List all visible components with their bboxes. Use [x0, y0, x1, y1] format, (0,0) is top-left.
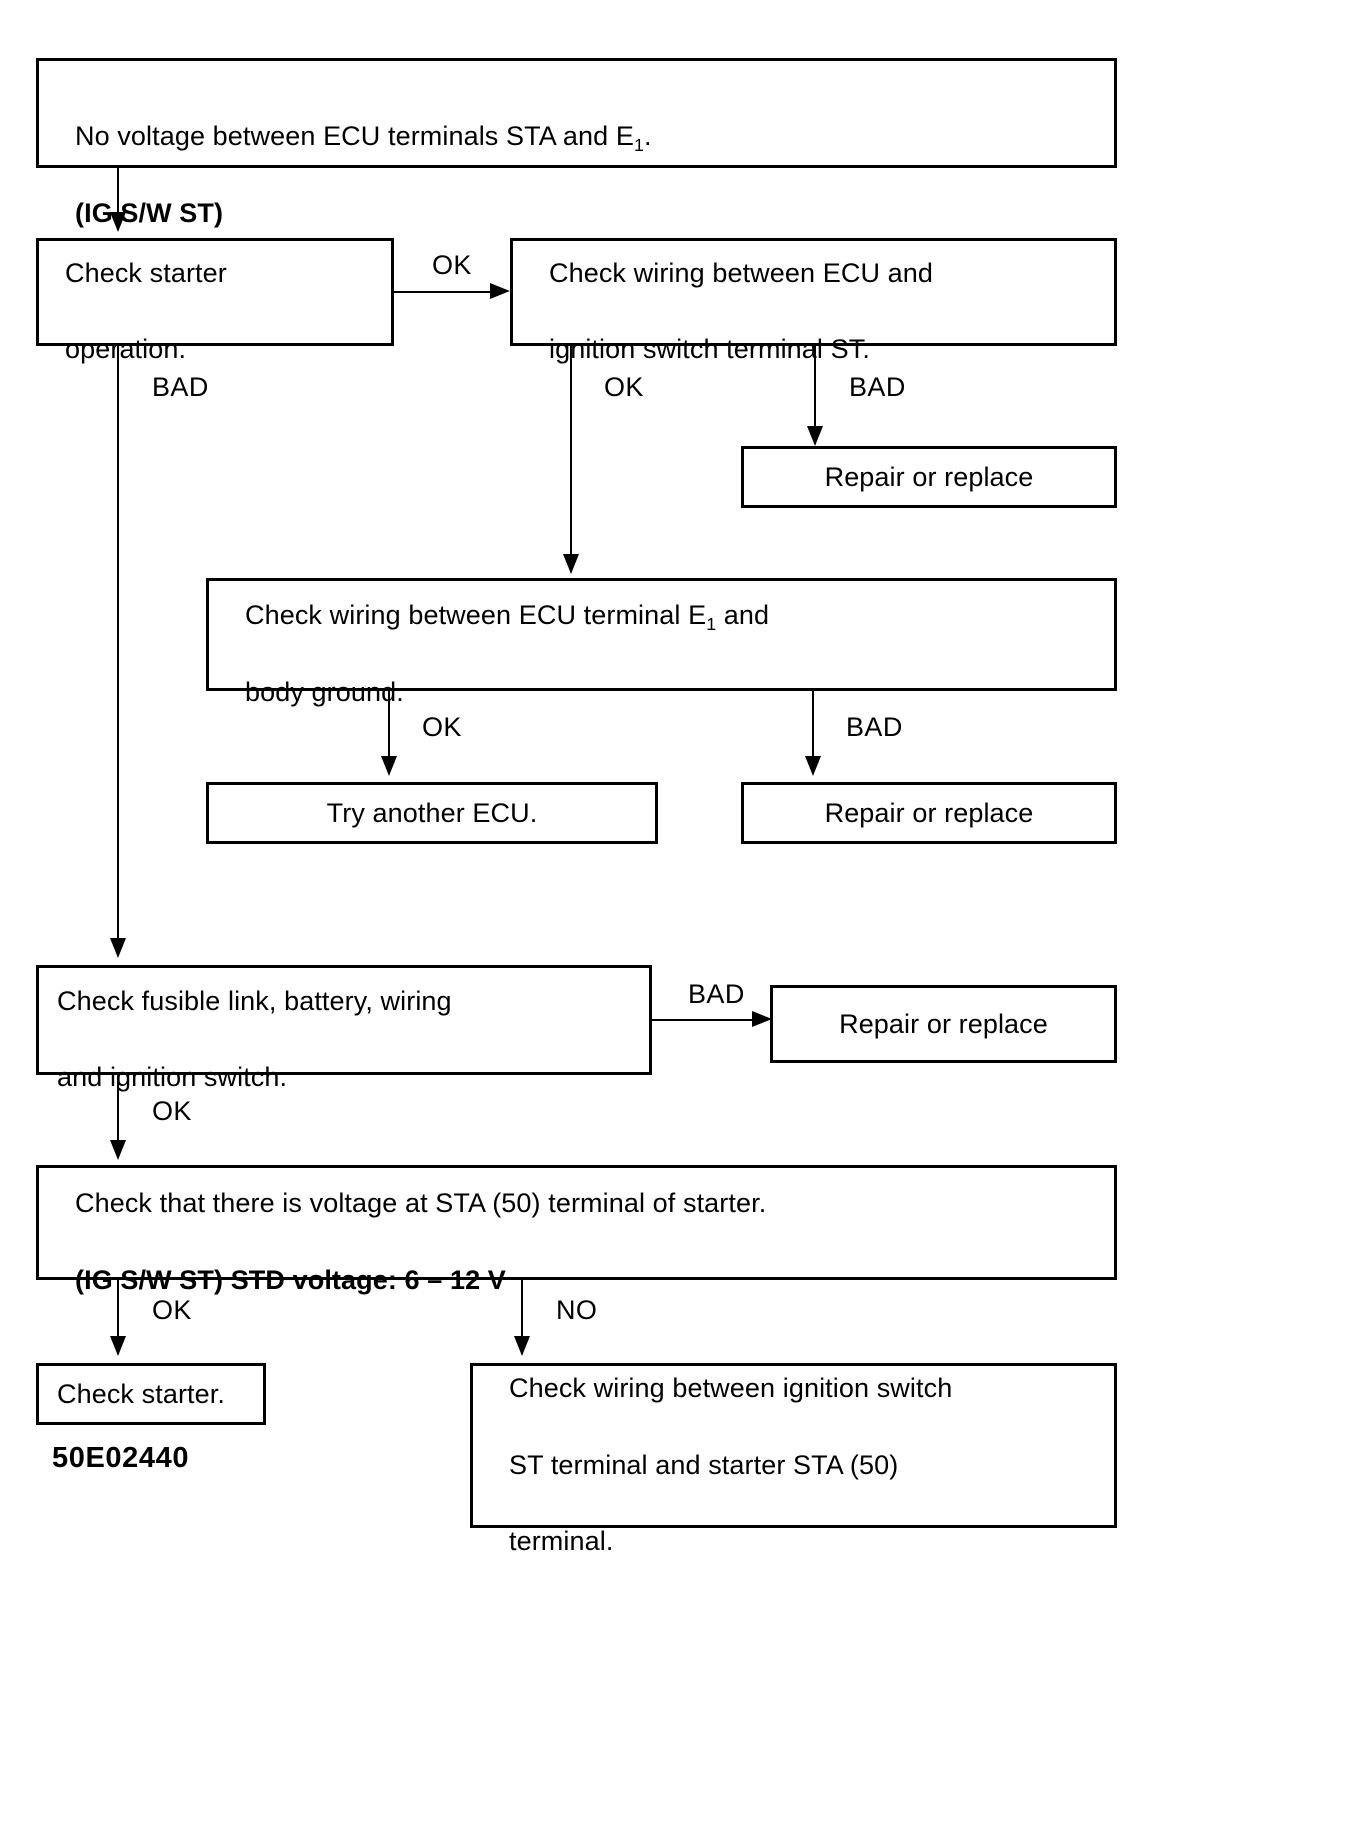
node-check-starter: Check starter.	[36, 1363, 266, 1425]
check-voltage-sta50-std-voltage: STD voltage: 6 – 12 V	[230, 1264, 506, 1295]
start-line1-subscript: 1	[633, 135, 644, 156]
arrowhead-check-starter-operation-bad	[110, 938, 126, 958]
node-repair-or-replace-1-text: Repair or replace	[824, 461, 1034, 492]
check-fusible-link-line2: and ignition switch.	[57, 1062, 288, 1093]
node-check-wiring-e1-ground: Check wiring between ECU terminal E1 and…	[206, 578, 1117, 707]
arrowhead-check-wiring-ecu-ignition-bad	[807, 426, 823, 446]
arrowhead-check-wiring-ecu-ignition-ok	[563, 554, 579, 574]
check-wiring-e1-ground-line2: body ground.	[245, 676, 404, 707]
edge-label-bad-2: BAD	[849, 372, 906, 402]
check-wiring-ecu-ignition-line2: ignition switch terminal ST.	[549, 334, 870, 365]
node-repair-or-replace-3-text: Repair or replace	[839, 1008, 1048, 1039]
node-check-voltage-sta50-text: Check that there is voltage at STA (50) …	[75, 1146, 766, 1299]
node-check-starter-text: Check starter.	[57, 1378, 225, 1409]
check-voltage-sta50-gap	[223, 1265, 231, 1295]
start-line1-end: .	[644, 121, 652, 152]
check-voltage-sta50-ig-sw-st: (IG S/W ST)	[75, 1264, 224, 1295]
edge-check-voltage-sta50-no	[521, 1280, 523, 1354]
node-check-fusible-link: Check fusible link, battery, wiring and …	[36, 965, 652, 1092]
edge-check-wiring-e1-ground-ok	[388, 691, 390, 773]
node-check-wiring-ecu-ignition-text: Check wiring between ECU and ignition sw…	[549, 215, 933, 368]
arrowhead-start-to-check-starter-operation	[110, 212, 126, 232]
node-check-starter-operation-text: Check starter operation.	[65, 215, 227, 368]
edge-label-ok-5: OK	[152, 1295, 192, 1325]
edge-label-ok-3: OK	[422, 712, 462, 742]
check-wiring-ignition-starter-line2: ST terminal and starter STA (50)	[509, 1449, 899, 1480]
node-check-wiring-ignition-starter-text: Check wiring between ignition switch ST …	[509, 1331, 952, 1561]
node-check-voltage-sta50: Check that there is voltage at STA (50) …	[36, 1165, 1117, 1295]
node-repair-or-replace-1: Repair or replace	[741, 446, 1117, 508]
edge-check-wiring-e1-ground-bad	[812, 691, 814, 773]
check-fusible-link-line1: Check fusible link, battery, wiring	[57, 985, 452, 1016]
edge-check-wiring-ecu-ignition-bad	[814, 346, 816, 444]
node-repair-or-replace-2-text: Repair or replace	[824, 797, 1034, 828]
edge-check-fusible-link-bad	[652, 1019, 756, 1021]
check-wiring-ignition-starter-line1: Check wiring between ignition switch	[509, 1372, 953, 1403]
check-wiring-ignition-starter-line3: terminal.	[509, 1526, 614, 1557]
edge-label-ok-2: OK	[604, 372, 644, 402]
node-no-voltage-sta-e1: No voltage between ECU terminals STA and…	[36, 58, 1117, 228]
check-wiring-e1-ground-line1b: and	[716, 600, 770, 631]
start-line2: (IG S/W ST)	[75, 197, 224, 228]
arrowhead-check-wiring-e1-ground-bad	[805, 756, 821, 776]
node-check-starter-operation: Check starter operation.	[36, 238, 394, 364]
edge-label-ok-1: OK	[432, 250, 472, 280]
check-voltage-sta50-line1: Check that there is voltage at STA (50) …	[75, 1188, 767, 1219]
edge-label-bad-3: BAD	[846, 712, 903, 742]
node-repair-or-replace-2: Repair or replace	[741, 782, 1117, 844]
node-try-another-ecu-text: Try another ECU.	[326, 797, 538, 828]
node-no-voltage-sta-e1-text: No voltage between ECU terminals STA and…	[75, 79, 652, 232]
arrowhead-check-starter-operation-ok	[490, 283, 510, 299]
node-repair-or-replace-3: Repair or replace	[770, 985, 1117, 1063]
check-wiring-ecu-ignition-line1: Check wiring between ECU and	[549, 257, 933, 288]
node-check-wiring-ecu-ignition: Check wiring between ECU and ignition sw…	[510, 238, 1117, 364]
node-check-fusible-link-text: Check fusible link, battery, wiring and …	[57, 943, 452, 1096]
arrowhead-check-voltage-sta50-no	[514, 1336, 530, 1356]
edge-check-fusible-link-ok	[117, 1075, 119, 1157]
arrowhead-check-fusible-link-ok	[110, 1140, 126, 1160]
edge-start-to-check-starter-operation	[117, 168, 119, 230]
edge-label-no-1: NO	[556, 1295, 598, 1325]
edge-check-wiring-ecu-ignition-ok	[570, 346, 572, 572]
arrowhead-check-fusible-link-bad	[752, 1011, 772, 1027]
start-line1: No voltage between ECU terminals STA and…	[75, 121, 634, 152]
edge-label-bad-1: BAD	[152, 372, 209, 402]
check-starter-operation-line2: operation.	[65, 334, 187, 365]
check-starter-operation-line1: Check starter	[65, 257, 227, 288]
edge-check-voltage-sta50-ok	[117, 1280, 119, 1354]
node-try-another-ecu: Try another ECU.	[206, 782, 658, 844]
node-check-wiring-e1-ground-text: Check wiring between ECU terminal E1 and…	[245, 558, 769, 711]
edge-check-starter-operation-ok	[394, 291, 492, 293]
edge-label-ok-4: OK	[152, 1096, 192, 1126]
figure-code: 50E02440	[52, 1442, 190, 1474]
arrowhead-check-voltage-sta50-ok	[110, 1336, 126, 1356]
check-wiring-e1-ground-line1a: Check wiring between ECU terminal E	[245, 600, 707, 631]
node-check-wiring-ignition-starter: Check wiring between ignition switch ST …	[470, 1363, 1117, 1556]
edge-label-bad-4: BAD	[688, 979, 745, 1009]
arrowhead-check-wiring-e1-ground-ok	[381, 756, 397, 776]
check-wiring-e1-ground-subscript: 1	[706, 614, 717, 635]
edge-check-starter-operation-bad	[117, 346, 119, 956]
